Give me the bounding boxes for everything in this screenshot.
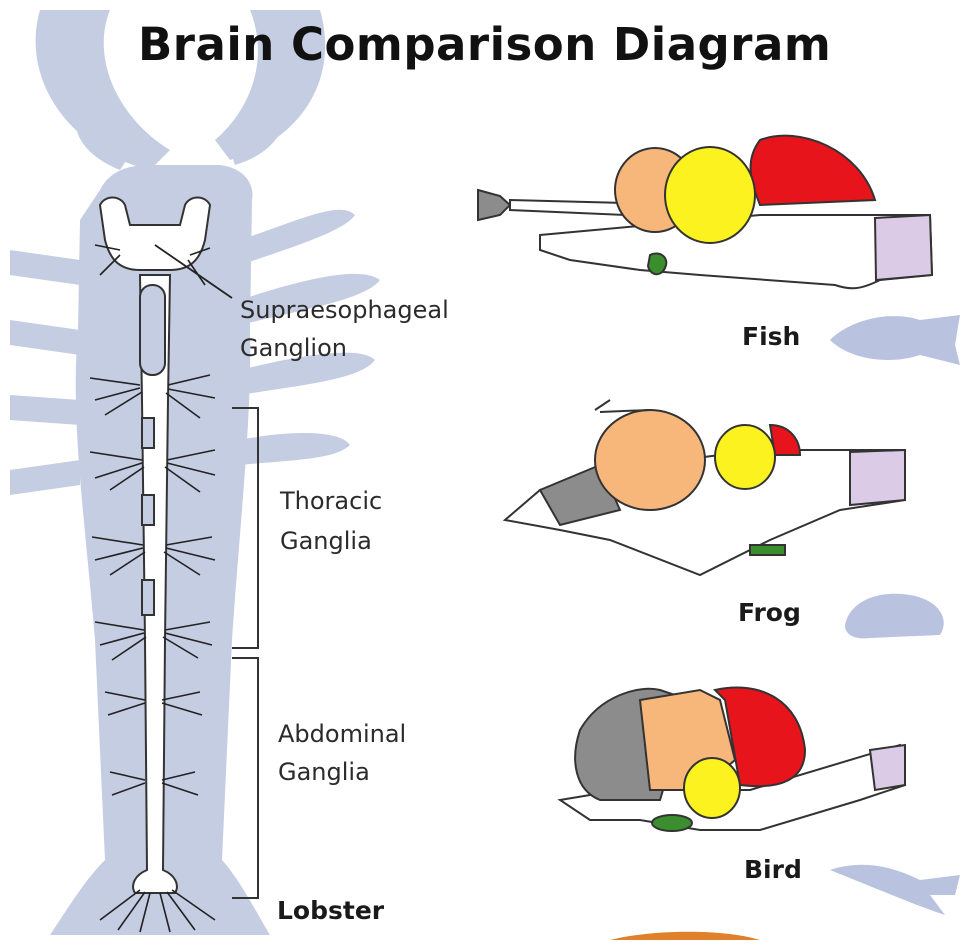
frog-pituitary xyxy=(750,545,785,555)
abdominal-label-line2: Ganglia xyxy=(278,758,370,786)
lobster-leg-left-4 xyxy=(10,460,80,495)
lobster-cord-gap-2 xyxy=(142,418,154,448)
page-title: Brain Comparison Diagram xyxy=(138,18,831,71)
bird-brain xyxy=(560,688,905,832)
fish-silhouette xyxy=(830,315,960,365)
fish-label: Fish xyxy=(742,322,800,351)
fish-cerebellum xyxy=(751,136,875,205)
frog-silhouette xyxy=(845,594,944,639)
bird-label: Bird xyxy=(744,855,802,884)
lobster-label: Lobster xyxy=(277,896,384,925)
lobster-leg-right-4 xyxy=(240,433,350,465)
lobster-cord-gap-1 xyxy=(140,285,165,375)
bird-optic-lobe xyxy=(684,758,740,818)
frog-nerve-tuft xyxy=(595,400,650,412)
lobster-leg-left-2 xyxy=(10,320,80,355)
thoracic-label-line2: Ganglia xyxy=(280,527,372,555)
abdominal-bracket xyxy=(232,658,258,898)
bird-pituitary xyxy=(652,815,692,831)
fish-olfactory-bulb xyxy=(478,190,510,220)
frog-cerebrum xyxy=(595,410,705,510)
frog-medulla xyxy=(850,450,905,505)
frog-label: Frog xyxy=(738,598,801,627)
lobster-illustration xyxy=(10,10,380,935)
fish-optic-lobe xyxy=(665,147,755,243)
thoracic-label-line1: Thoracic xyxy=(280,487,382,515)
bird-silhouette xyxy=(830,865,960,915)
lobster-cord-gap-4 xyxy=(142,580,154,615)
lobster-cord-gap-3 xyxy=(142,495,154,525)
supraesophageal-label-line2: Ganglion xyxy=(240,334,347,362)
fish-brain xyxy=(478,136,932,289)
fish-pituitary xyxy=(648,253,666,274)
lobster-leg-left-3 xyxy=(10,395,80,425)
fish-olfactory-tract xyxy=(510,200,625,215)
lobster-leg-left-1 xyxy=(10,250,80,285)
frog-optic-lobe xyxy=(715,425,775,489)
partial-brain-bottom xyxy=(610,932,760,940)
lobster-leg-right-1 xyxy=(240,210,355,265)
abdominal-label-line1: Abdominal xyxy=(278,720,406,748)
fish-medulla xyxy=(875,215,932,280)
frog-brain xyxy=(505,400,905,575)
supraesophageal-label-line1: Supraesophageal xyxy=(240,296,449,324)
bird-medulla xyxy=(870,745,905,790)
